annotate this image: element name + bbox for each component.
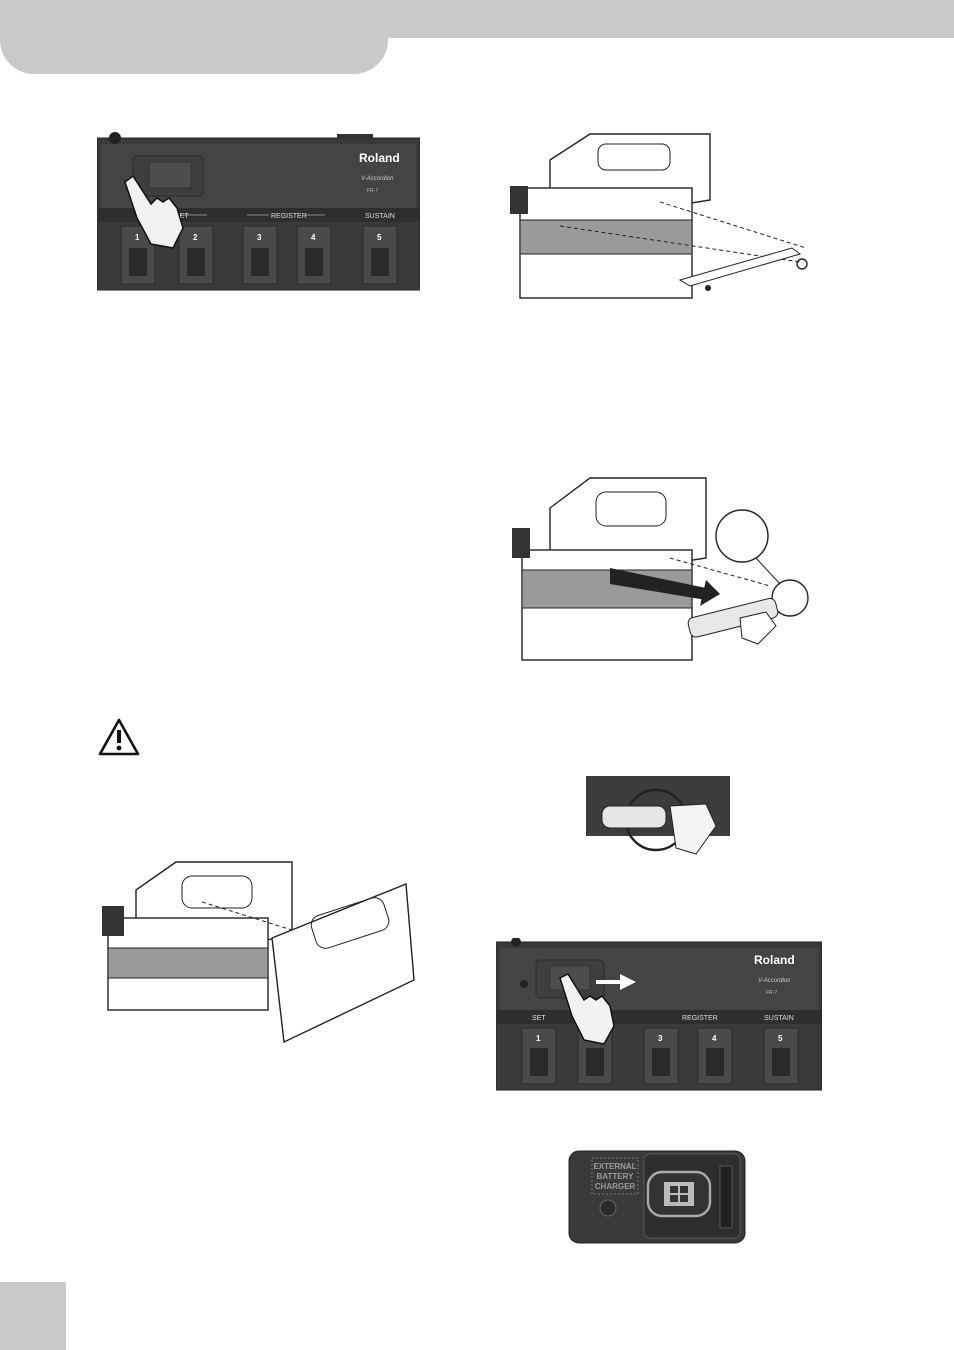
section-label-register: REGISTER	[271, 213, 307, 220]
charger-label-line3: CHARGER	[595, 1182, 636, 1191]
brand-model: FR-7	[367, 188, 378, 194]
figure-side-cover-detached	[102, 856, 420, 1046]
charger-label-line2: BATTERY	[597, 1172, 635, 1181]
pedal-number-2: 2	[193, 233, 198, 242]
charger-led	[600, 1200, 616, 1216]
pedal-number-5: 5	[377, 233, 382, 242]
pedal-number-3: 3	[257, 233, 262, 242]
figure-external-charger-connector: EXTERNAL BATTERY CHARGER	[568, 1150, 746, 1244]
section-label-sustain-bottom: SUSTAIN	[764, 1015, 794, 1022]
brand-logo: Roland	[359, 151, 400, 165]
caution-triangle-icon	[98, 718, 140, 756]
pedal-number-1-bottom: 1	[536, 1034, 541, 1043]
section-label-register-bottom: REGISTER	[682, 1015, 718, 1022]
figure-battery-tab-closeup	[586, 776, 730, 870]
brand-product-bottom: V-Accordion	[758, 978, 791, 984]
figure-pedal-panel-top: Roland V-Accordion FR-7 SET REGISTER SUS…	[97, 132, 420, 292]
pedal-number-1: 1	[135, 233, 140, 242]
pedal-number-5-bottom: 5	[778, 1034, 783, 1043]
figure-battery-extraction	[510, 468, 810, 670]
section-label-sustain: SUSTAIN	[365, 213, 395, 220]
header-tab	[0, 0, 388, 74]
figure-accordion-cover-screws	[510, 130, 822, 302]
pedal-number-4: 4	[311, 233, 316, 242]
pedal-number-3-bottom: 3	[658, 1034, 663, 1043]
page-number-tab	[0, 1282, 66, 1350]
brand-product: V-Accordion	[361, 176, 394, 182]
section-label-set-bottom: SET	[532, 1015, 546, 1022]
figure-pedal-panel-bottom: Roland V-Accordion FR-7 SET REGISTER SUS…	[496, 938, 822, 1092]
brand-logo-bottom: Roland	[754, 953, 795, 967]
brand-model-bottom: FR-7	[766, 990, 777, 996]
pedal-number-4-bottom: 4	[712, 1034, 717, 1043]
charger-label-line1: EXTERNAL	[593, 1162, 636, 1171]
